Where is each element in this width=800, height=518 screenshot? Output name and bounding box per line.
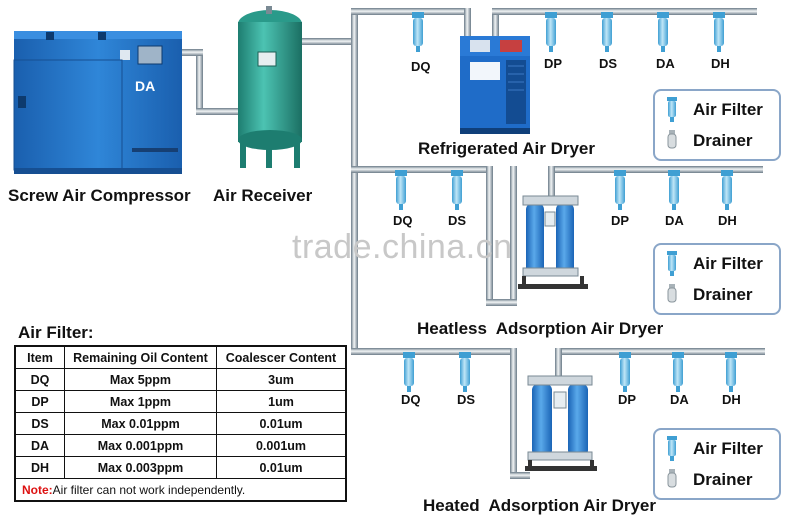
drainer-icon — [667, 130, 677, 149]
heated-dryer-label: Heated Adsorption Air Dryer — [423, 496, 657, 515]
table-cell: 0.01um — [216, 412, 347, 435]
legend-air-filter-label: Air Filter — [693, 254, 763, 273]
table-cell: DA — [14, 434, 65, 457]
column-header: Coalescer Content — [216, 345, 347, 369]
legend-air-filter-label: Air Filter — [693, 439, 763, 458]
note-text: Air filter can not work independently. — [52, 482, 246, 497]
table-cell: 1um — [216, 390, 347, 413]
heated-dryer — [525, 375, 597, 471]
filter-table-title: Air Filter: — [18, 323, 94, 342]
filter-code-da: DA — [665, 213, 684, 228]
column-header: Item — [14, 345, 65, 369]
drainer-icon — [667, 284, 677, 303]
air-filter-icon — [713, 12, 725, 52]
air-filter-icon — [601, 12, 613, 52]
filter-code-dh: DH — [711, 56, 730, 71]
legend-air-filter-label: Air Filter — [693, 100, 763, 119]
receiver-label: Air Receiver — [213, 186, 313, 205]
filter-code-dq: DQ — [411, 59, 431, 74]
heatless-dryer — [518, 195, 588, 289]
filter-code-ds: DS — [457, 392, 476, 407]
legend-box: Air Filter Drainer — [653, 89, 781, 161]
air-filter-icon — [412, 12, 424, 52]
table-cell: DS — [14, 412, 65, 435]
filter-code-dp: DP — [611, 213, 630, 228]
compressor-label: Screw Air Compressor — [8, 186, 191, 205]
legend-drainer-label: Drainer — [693, 285, 753, 304]
air-filter-icon — [672, 352, 684, 392]
legend-box: Air Filter Drainer — [653, 428, 781, 500]
filter-code-dq: DQ — [401, 392, 421, 407]
air-filter-icon — [403, 352, 415, 392]
table-cell: DH — [14, 456, 65, 479]
table-row: DA Max 0.001ppm 0.001um — [14, 434, 347, 457]
refrigerated-dryer-label: Refrigerated Air Dryer — [418, 139, 595, 158]
table-cell: Max 5ppm — [64, 368, 217, 391]
table-note-row: Note:Air filter can not work independent… — [14, 478, 347, 502]
air-filter-icon — [451, 170, 463, 210]
filter-code-dp: DP — [618, 392, 637, 407]
air-filter-icon — [667, 97, 677, 122]
air-filter-icon — [614, 170, 626, 210]
legend-drainer-label: Drainer — [693, 470, 753, 489]
table-cell: 0.001um — [216, 434, 347, 457]
table-cell: Max 0.003ppm — [64, 456, 217, 479]
table-header-row: Item Remaining Oil Content Coalescer Con… — [14, 345, 347, 369]
column-header: Remaining Oil Content — [64, 345, 217, 369]
air-filter-icon — [667, 251, 677, 276]
air-filter-icon — [657, 12, 669, 52]
table-row: DP Max 1ppm 1um — [14, 390, 347, 413]
refrigerated-dryer — [460, 36, 530, 134]
filter-code-da: DA — [670, 392, 689, 407]
air-receiver — [238, 6, 302, 168]
table-cell: Max 1ppm — [64, 390, 217, 413]
filter-set — [395, 12, 737, 392]
note-label: Note: — [22, 482, 53, 497]
legend-box: Air Filter Drainer — [653, 243, 781, 315]
table-cell: Max 0.01ppm — [64, 412, 217, 435]
heatless-dryer-label: Heatless Adsorption Air Dryer — [417, 319, 664, 338]
table-cell: Max 0.001ppm — [64, 434, 217, 457]
air-filter-icon — [668, 170, 680, 210]
filter-code-ds: DS — [599, 56, 618, 71]
compressor-logo: DA — [135, 78, 156, 94]
air-filter-icon — [459, 352, 471, 392]
air-filter-icon — [725, 352, 737, 392]
filter-code-dh: DH — [718, 213, 737, 228]
filter-code-dh: DH — [722, 392, 741, 407]
table-cell: 3um — [216, 368, 347, 391]
watermark: trade.china.cn — [292, 228, 513, 266]
pipe-network — [182, 8, 765, 479]
filter-spec-table: Item Remaining Oil Content Coalescer Con… — [14, 345, 347, 502]
table-row: DH Max 0.003ppm 0.01um — [14, 456, 347, 479]
legend-drainer-label: Drainer — [693, 131, 753, 150]
table-cell: DQ — [14, 368, 65, 391]
table-note: Note:Air filter can not work independent… — [14, 478, 347, 502]
filter-code-da: DA — [656, 56, 675, 71]
table-cell: DP — [14, 390, 65, 413]
air-filter-icon — [395, 170, 407, 210]
filter-code-dq: DQ — [393, 213, 413, 228]
table-row: DQ Max 5ppm 3um — [14, 368, 347, 391]
air-filter-icon — [721, 170, 733, 210]
filter-code-ds: DS — [448, 213, 467, 228]
table-cell: 0.01um — [216, 456, 347, 479]
table-row: DS Max 0.01ppm 0.01um — [14, 412, 347, 435]
air-filter-icon — [545, 12, 557, 52]
drainer-icon — [667, 469, 677, 488]
air-filter-icon — [667, 436, 677, 461]
filter-code-dp: DP — [544, 56, 563, 71]
air-filter-icon — [619, 352, 631, 392]
screw-compressor — [13, 31, 182, 174]
